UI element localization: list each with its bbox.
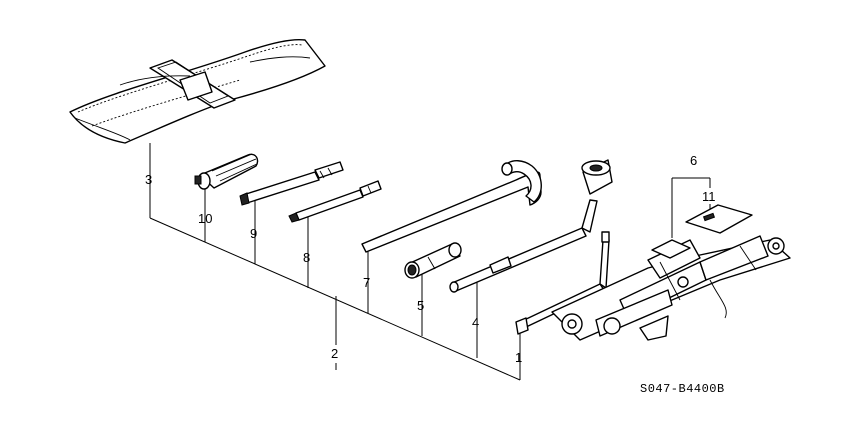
- callout-4: 4: [472, 315, 479, 330]
- callout-11: 11: [702, 189, 716, 204]
- jack-handle-drawing: [449, 159, 613, 293]
- callout-1: 1: [515, 350, 522, 365]
- callout-10: 10: [198, 211, 212, 226]
- callout-2: 2: [331, 346, 338, 361]
- callout-8: 8: [303, 250, 310, 265]
- wrench-bar-drawing: [361, 160, 542, 253]
- callout-3: 3: [145, 172, 152, 187]
- tool-bag-drawing: [69, 38, 326, 144]
- label-plate-drawing: [685, 204, 753, 234]
- callout-7: 7: [363, 275, 370, 290]
- callouts: 1 2 3 4 5 6 7 8 9 10 11: [145, 153, 716, 365]
- phillips-bit-drawing: [288, 180, 382, 223]
- diagram-code: S047-B4400B: [640, 382, 725, 396]
- socket-drawing: [404, 242, 462, 279]
- scissor-jack-drawing: [551, 235, 791, 341]
- callout-5: 5: [417, 298, 424, 313]
- leader-lines: [149, 143, 711, 381]
- callout-9: 9: [250, 226, 257, 241]
- flat-bit-drawing: [239, 161, 344, 206]
- callout-6: 6: [690, 153, 697, 168]
- screwdriver-handle-drawing: [194, 153, 259, 190]
